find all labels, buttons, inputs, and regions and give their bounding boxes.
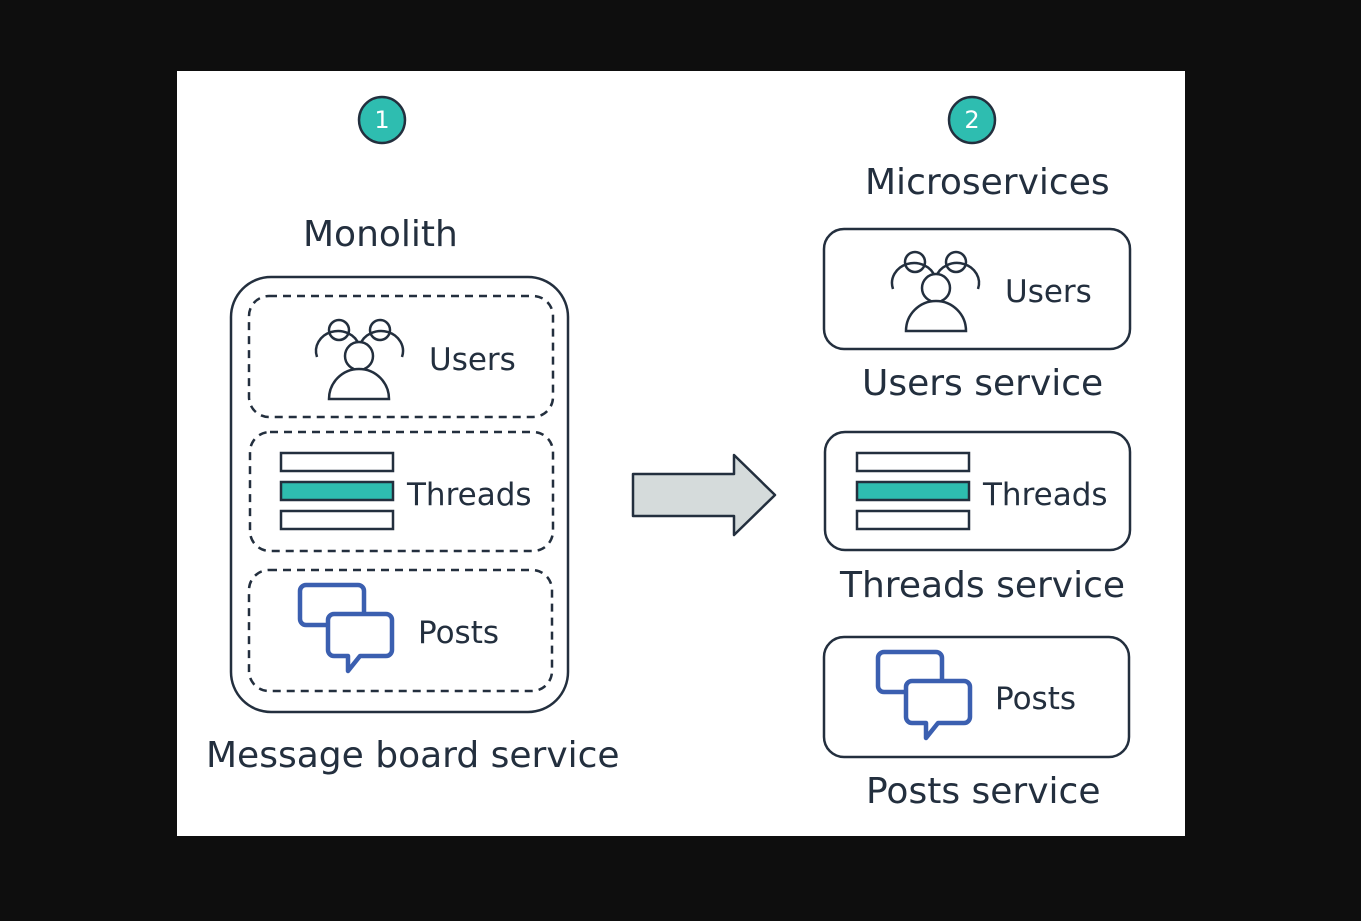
threads-icon <box>279 451 395 531</box>
users-service-caption: Users service <box>862 363 1104 404</box>
monolith-module-threads <box>248 430 555 553</box>
microservice-box-users <box>822 227 1132 351</box>
monolith-container <box>229 275 570 714</box>
monolith-users-label: Users <box>429 342 516 378</box>
threads-service-caption: Threads service <box>840 565 1126 606</box>
users-icon <box>890 250 981 333</box>
microservice-users-label: Users <box>1005 274 1092 310</box>
monolith-heading: Monolith <box>303 214 458 255</box>
threads-icon <box>855 451 971 531</box>
transition-arrow-icon <box>631 453 777 537</box>
users-icon <box>314 318 405 401</box>
step-2-number: 2 <box>964 106 980 134</box>
posts-icon <box>297 582 395 674</box>
monolith-caption: Message board service <box>206 735 620 776</box>
step-1-number: 1 <box>374 106 390 134</box>
monolith-module-posts <box>247 568 554 693</box>
posts-icon <box>875 649 973 741</box>
posts-service-caption: Posts service <box>866 771 1101 812</box>
monolith-module-users <box>247 294 555 419</box>
microservices-heading: Microservices <box>865 162 1110 203</box>
step-2-badge <box>947 95 997 145</box>
microservice-box-posts <box>822 635 1131 759</box>
monolith-posts-label: Posts <box>418 615 500 651</box>
microservice-threads-label: Threads <box>983 477 1108 513</box>
monolith-threads-label: Threads <box>407 477 532 513</box>
microservice-posts-label: Posts <box>995 681 1077 717</box>
step-1-badge <box>357 95 407 145</box>
